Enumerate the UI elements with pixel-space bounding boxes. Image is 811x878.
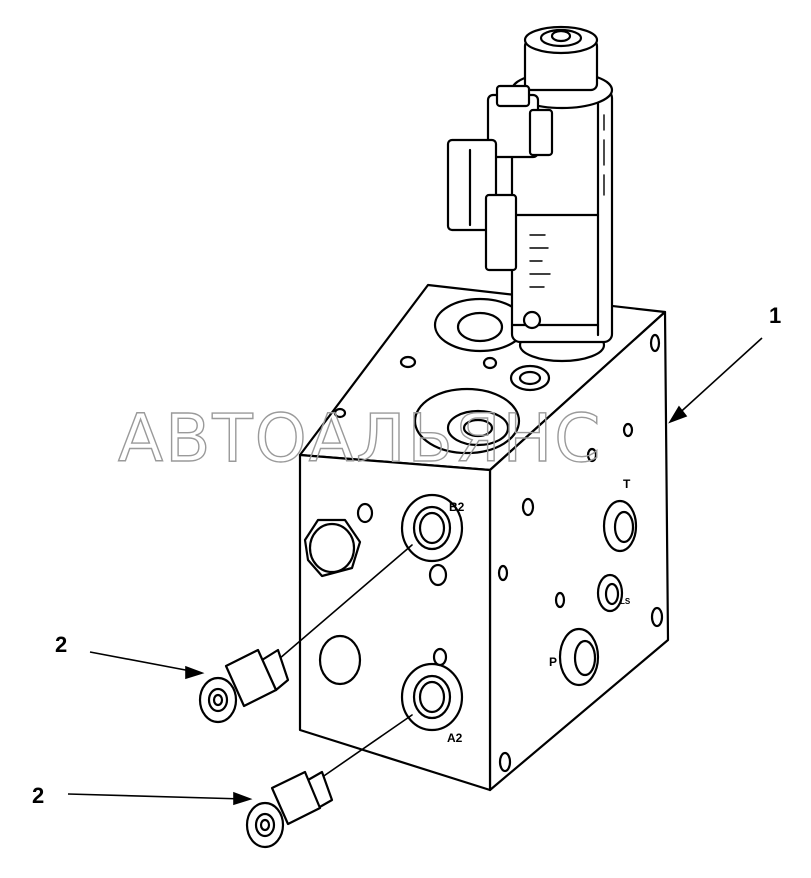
port-label-t: T [623,477,631,491]
port-label-b2: B2 [449,500,465,514]
fitting-upper [198,544,413,724]
arrowhead-2-lower [233,791,253,806]
fitting-lower [245,714,413,849]
port-label-ls: LS [620,597,631,606]
leader-line-2-upper [89,651,197,673]
watermark-text: АВТОАЛЬЯНС [118,400,602,477]
callout-label-2-lower: 2 [32,783,44,808]
solenoid [446,25,614,363]
port-label-a2: A2 [447,731,463,745]
arrowhead-1 [668,405,688,424]
valve-block [298,283,670,792]
arrowhead-2-upper [185,665,205,680]
port-label-p: P [549,655,557,669]
callout-label-1: 1 [769,303,781,328]
leader-line-2-lower [67,793,245,800]
callout-label-2-upper: 2 [55,632,67,657]
leader-line-1 [673,337,763,419]
